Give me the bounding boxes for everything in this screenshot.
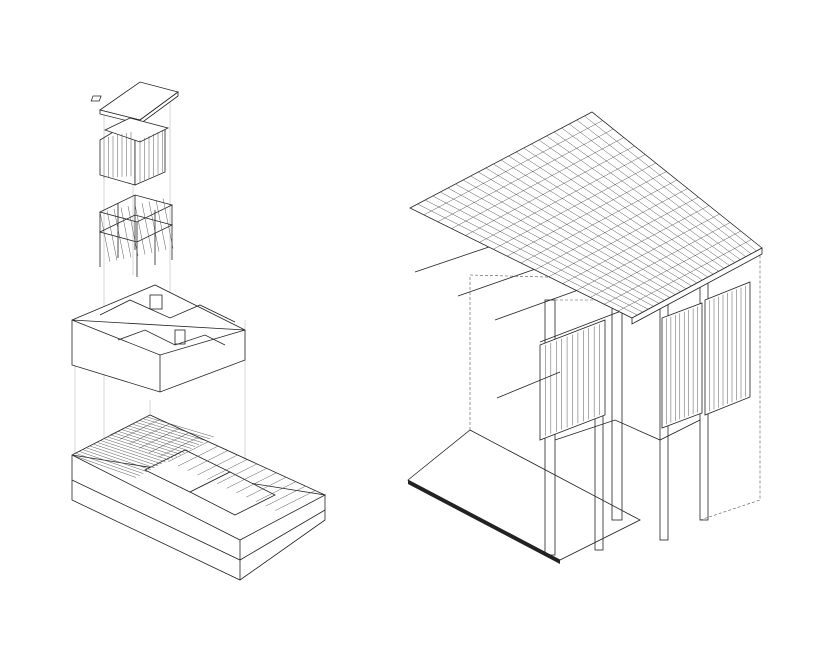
roof-tile-line xyxy=(89,445,155,469)
roof-tile-course xyxy=(534,188,688,271)
roof-tile-line xyxy=(107,436,174,459)
roof-tile-course xyxy=(451,137,624,229)
frame-brace xyxy=(120,207,132,258)
frame-brace xyxy=(155,199,167,251)
detail-axonometric xyxy=(407,111,763,564)
roof-tile-course xyxy=(437,128,614,222)
roof-tile-line xyxy=(139,428,180,449)
frame-brace xyxy=(113,208,125,260)
roof-tile-course xyxy=(590,222,731,298)
roof-tile-line xyxy=(75,452,140,476)
courtyard-complex xyxy=(71,414,327,581)
louver-panels xyxy=(539,281,751,441)
roof-tile-line xyxy=(71,454,137,478)
roof-tile-line xyxy=(207,459,248,480)
roof-tile-course xyxy=(479,154,646,243)
upper-pavilion xyxy=(99,117,170,186)
roof-tile-line xyxy=(79,451,144,474)
frame-brace xyxy=(141,202,153,254)
frame-brace xyxy=(99,211,111,263)
roof-tile-line xyxy=(226,468,267,489)
roof-tile-line xyxy=(119,419,160,440)
exploded-axonometric xyxy=(71,81,327,581)
roof-tile-course xyxy=(618,239,752,312)
roof-tile-line xyxy=(82,449,148,472)
roof-tile-line xyxy=(129,423,170,445)
roof-tile-line xyxy=(216,463,258,485)
frame-brace xyxy=(148,201,160,252)
roof-tile-line xyxy=(168,441,209,462)
roof-tile-line xyxy=(246,477,287,498)
roof-tile-course xyxy=(423,120,603,216)
roof-tile-line xyxy=(187,450,228,471)
roof-tile-course xyxy=(493,162,656,250)
roof-tile-line xyxy=(93,443,159,467)
roof-tile-line xyxy=(109,414,151,436)
tiled-roof xyxy=(409,111,763,325)
roof-tile-line xyxy=(158,437,199,458)
roof-tile-line xyxy=(275,490,316,511)
roof-tile-course xyxy=(520,179,678,264)
frame-brace xyxy=(106,210,118,261)
roof-tile-line xyxy=(103,438,170,461)
timber-frame xyxy=(98,194,174,277)
roof-tile-line xyxy=(100,440,166,463)
roof-tile-line xyxy=(197,454,238,476)
roof-tile-line xyxy=(146,416,214,438)
louver-frame xyxy=(661,302,703,429)
frame-brace xyxy=(127,205,139,257)
roof-tile-line xyxy=(236,472,277,493)
frame-brace xyxy=(162,198,174,249)
roof-tile-line xyxy=(265,485,306,507)
floor-slab xyxy=(407,429,641,564)
ground-floor-walls xyxy=(71,284,246,393)
roof-tile-line xyxy=(86,447,151,470)
roof-tile-line xyxy=(148,432,189,453)
roof-tile-course xyxy=(604,230,741,305)
frame-brace xyxy=(134,204,146,255)
roof-tile-course xyxy=(507,171,667,257)
roof-tile-course xyxy=(576,213,720,291)
roof-tile-line xyxy=(96,442,163,465)
roof-tile-course xyxy=(465,145,635,236)
roof-tile-course xyxy=(562,205,709,284)
roof-tile-course xyxy=(548,196,699,277)
purlin-beam xyxy=(496,371,561,399)
lantern-roof xyxy=(90,81,179,125)
roof-tile-line xyxy=(255,481,296,502)
roof-tile-line xyxy=(177,445,219,467)
